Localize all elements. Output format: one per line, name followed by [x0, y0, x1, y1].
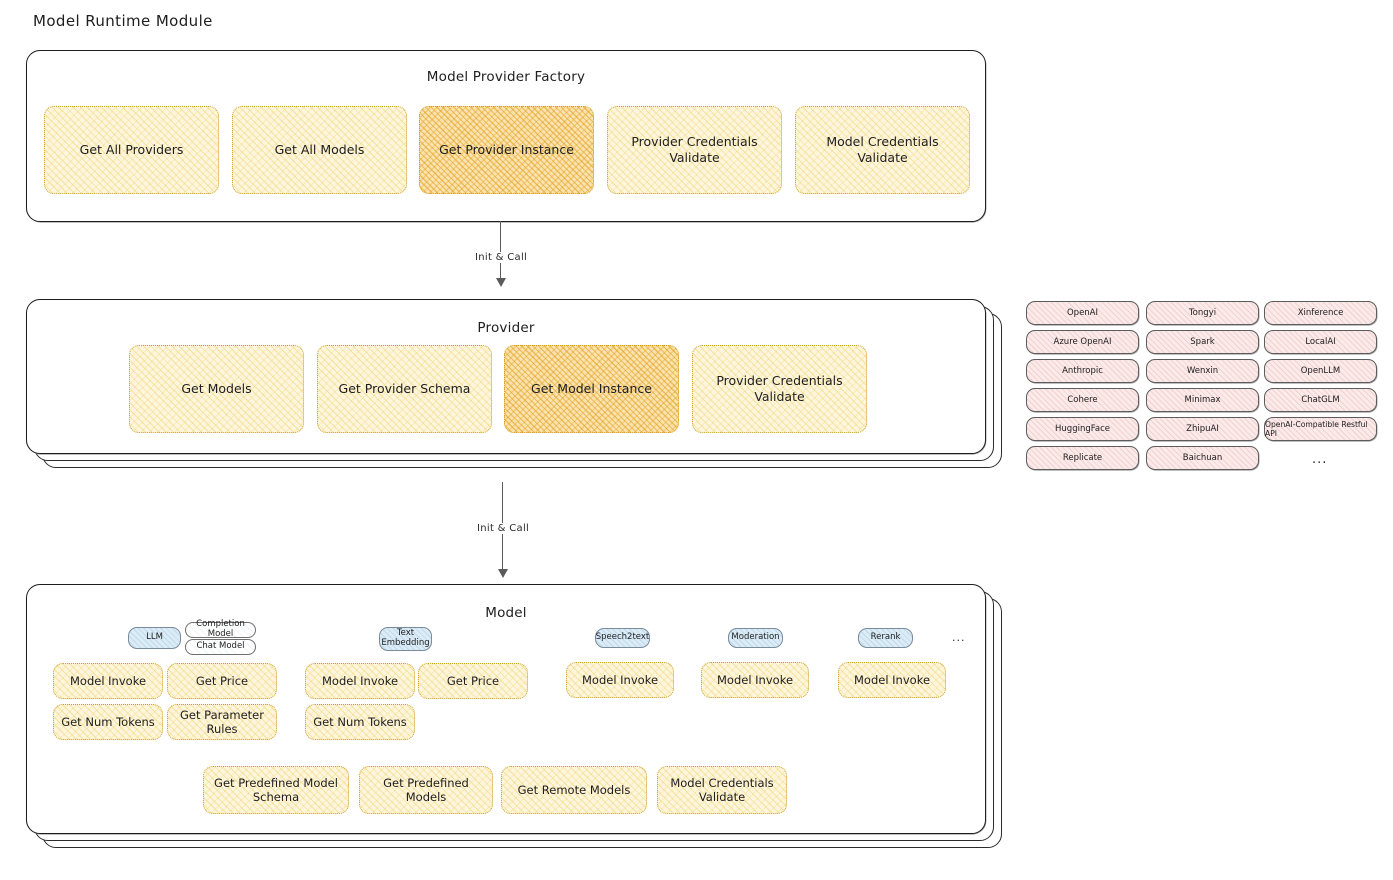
provider-chip-chatglm[interactable]: ChatGLM	[1264, 388, 1377, 412]
text-embedding-method-model-invoke[interactable]: Model Invoke	[305, 663, 415, 699]
provider-chip-minimax[interactable]: Minimax	[1146, 388, 1259, 412]
arrow-provider-to-model-label: Init & Call	[473, 523, 534, 534]
provider-chip-localai[interactable]: LocalAI	[1264, 330, 1377, 354]
provider-chip-wenxin[interactable]: Wenxin	[1146, 359, 1259, 383]
provider-chip-zhipuai[interactable]: ZhipuAI	[1146, 417, 1259, 441]
provider-card-get-model-instance[interactable]: Get Model Instance	[504, 345, 679, 433]
arrow-factory-to-provider-label: Init & Call	[471, 252, 532, 263]
model-common-model-credentials-validate[interactable]: Model Credentials Validate	[657, 766, 787, 814]
provider-label: Provider	[477, 320, 535, 336]
model-subtype-badge-chat-model[interactable]: Chat Model	[185, 639, 256, 655]
model-types-more: ...	[952, 631, 966, 644]
provider-chip-replicate[interactable]: Replicate	[1026, 446, 1139, 470]
model-type-badge-moderation[interactable]: Moderation	[728, 628, 783, 648]
rerank-method-model-invoke[interactable]: Model Invoke	[838, 662, 946, 698]
provider-chip-xinference[interactable]: Xinference	[1264, 301, 1377, 325]
model-type-badge-llm[interactable]: LLM	[128, 627, 181, 649]
model-common-get-predefined-models[interactable]: Get Predefined Models	[359, 766, 493, 814]
factory-card-model-credentials-validate[interactable]: Model Credentials Validate	[795, 106, 970, 194]
provider-chip-tongyi[interactable]: Tongyi	[1146, 301, 1259, 325]
factory-card-provider-credentials-validate[interactable]: Provider Credentials Validate	[607, 106, 782, 194]
factory-card-get-all-models[interactable]: Get All Models	[232, 106, 407, 194]
model-common-get-predefined-model-schema[interactable]: Get Predefined Model Schema	[203, 766, 349, 814]
model-provider-factory-label: Model Provider Factory	[426, 69, 586, 85]
model-subtype-badge-completion-model[interactable]: Completion Model	[185, 619, 256, 639]
provider-chip-cohere[interactable]: Cohere	[1026, 388, 1139, 412]
model-type-badge-text-embedding[interactable]: Text Embedding	[379, 627, 432, 651]
provider-chip-openllm[interactable]: OpenLLM	[1264, 359, 1377, 383]
llm-method-get-parameter-rules[interactable]: Get Parameter Rules	[167, 704, 277, 740]
factory-card-get-all-providers[interactable]: Get All Providers	[44, 106, 219, 194]
provider-chip-openai-compatible-restful-api[interactable]: OpenAI-Compatible Restful API	[1264, 417, 1377, 441]
arrow-factory-to-provider-head	[496, 278, 506, 287]
llm-method-get-price[interactable]: Get Price	[167, 663, 277, 699]
text-embedding-method-get-num-tokens[interactable]: Get Num Tokens	[305, 704, 415, 740]
page-title: Model Runtime Module	[33, 12, 213, 30]
text-embedding-method-get-price[interactable]: Get Price	[418, 663, 528, 699]
provider-chip-openai[interactable]: OpenAI	[1026, 301, 1139, 325]
model-type-badge-rerank[interactable]: Rerank	[858, 628, 913, 648]
arrow-factory-to-provider-line	[500, 221, 502, 281]
model-type-badge-speech2text[interactable]: Speech2text	[595, 628, 650, 648]
factory-card-get-provider-instance[interactable]: Get Provider Instance	[419, 106, 594, 194]
arrow-provider-to-model-head	[498, 569, 508, 578]
provider-list-more: ...	[1312, 452, 1328, 467]
model-common-get-remote-models[interactable]: Get Remote Models	[501, 766, 647, 814]
provider-card-get-models[interactable]: Get Models	[129, 345, 304, 433]
provider-chip-spark[interactable]: Spark	[1146, 330, 1259, 354]
model-label: Model	[485, 605, 527, 621]
provider-chip-baichuan[interactable]: Baichuan	[1146, 446, 1259, 470]
moderation-method-model-invoke[interactable]: Model Invoke	[701, 662, 809, 698]
provider-chip-huggingface[interactable]: HuggingFace	[1026, 417, 1139, 441]
llm-method-model-invoke[interactable]: Model Invoke	[53, 663, 163, 699]
provider-card-get-provider-schema[interactable]: Get Provider Schema	[317, 345, 492, 433]
provider-card-provider-credentials-validate[interactable]: Provider Credentials Validate	[692, 345, 867, 433]
speech2text-method-model-invoke[interactable]: Model Invoke	[566, 662, 674, 698]
provider-chip-azure-openai[interactable]: Azure OpenAI	[1026, 330, 1139, 354]
provider-chip-anthropic[interactable]: Anthropic	[1026, 359, 1139, 383]
llm-method-get-num-tokens[interactable]: Get Num Tokens	[53, 704, 163, 740]
